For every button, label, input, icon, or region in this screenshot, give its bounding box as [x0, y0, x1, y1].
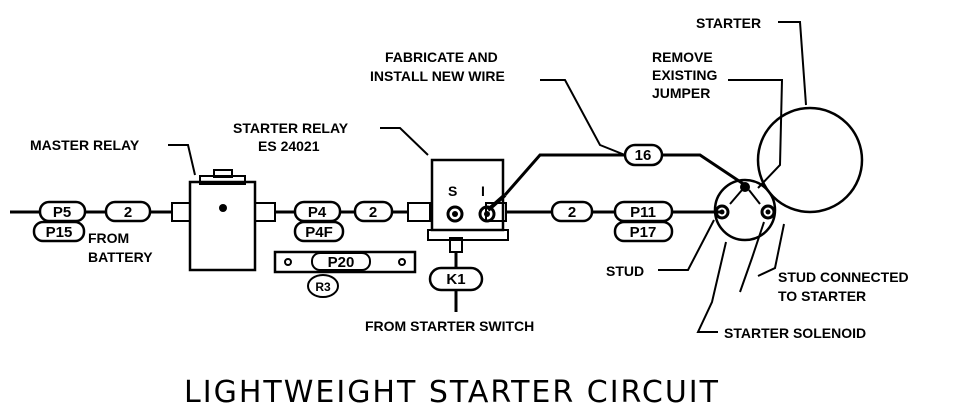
tag-p4: P4 [293, 200, 342, 223]
stud-connected-label-line2: TO STARTER [778, 288, 866, 304]
tag-p11: P11 [613, 200, 674, 223]
wire-16 [503, 153, 746, 196]
master-relay [171, 169, 276, 272]
diagram-title: LIGHTWEIGHT STARTER CIRCUIT [184, 375, 720, 410]
svg-text:2: 2 [124, 204, 132, 221]
terminal-s-label: S [448, 183, 457, 199]
tag-k1: K1 [428, 266, 484, 292]
svg-text:P17: P17 [630, 224, 657, 241]
remove-jumper-label-line2: EXISTING [652, 67, 717, 83]
svg-text:P11: P11 [630, 204, 656, 221]
starter-solenoid-label: STARTER SOLENOID [724, 325, 866, 341]
starter-relay-label: STARTER RELAY [233, 120, 349, 136]
starter-relay: S I [407, 158, 509, 253]
remove-jumper-label-line3: JUMPER [652, 85, 710, 101]
remove-jumper-label-line1: REMOVE [652, 49, 713, 65]
fabricate-label-line1: FABRICATE AND [385, 49, 498, 65]
fabricate-label-line2: INSTALL NEW WIRE [370, 68, 505, 84]
svg-text:P15: P15 [46, 224, 73, 241]
tag-wire-2-battery: 2 [104, 200, 152, 223]
starter-relay-part-number: ES 24021 [258, 138, 320, 154]
stud-connected-label-line1: STUD CONNECTED [778, 269, 909, 285]
starter-motor [756, 106, 864, 214]
starter-solenoid [713, 178, 777, 242]
from-battery-label-line1: FROM [88, 230, 129, 246]
master-relay-label: MASTER RELAY [30, 137, 140, 153]
terminal-i-label: I [481, 183, 485, 199]
svg-text:2: 2 [568, 204, 576, 221]
master-relay-terminal [219, 204, 227, 212]
starter-label: STARTER [696, 15, 761, 31]
svg-text:P5: P5 [53, 204, 71, 221]
svg-text:P20: P20 [328, 254, 355, 271]
tag-p20: P20 [311, 252, 371, 271]
svg-text:16: 16 [635, 147, 652, 164]
tag-p17: P17 [613, 220, 674, 243]
from-battery-label-line2: BATTERY [88, 249, 153, 265]
tag-p15: P15 [32, 220, 86, 243]
tag-wire-2-relay: 2 [353, 200, 394, 223]
stud-label: STUD [606, 263, 644, 279]
svg-text:2: 2 [369, 204, 377, 221]
tag-wire-16: 16 [623, 143, 664, 167]
tag-p4f: P4F [293, 220, 345, 243]
from-starter-switch-label: FROM STARTER SWITCH [365, 318, 534, 334]
tag-p5: P5 [38, 200, 87, 223]
svg-text:K1: K1 [446, 271, 465, 288]
svg-text:P4F: P4F [305, 224, 333, 241]
svg-text:P4: P4 [308, 204, 327, 221]
svg-text:R3: R3 [315, 280, 331, 294]
leader-lines [168, 21, 807, 333]
tag-wire-2-solenoid: 2 [550, 200, 594, 223]
tag-r3: R3 [307, 274, 339, 298]
